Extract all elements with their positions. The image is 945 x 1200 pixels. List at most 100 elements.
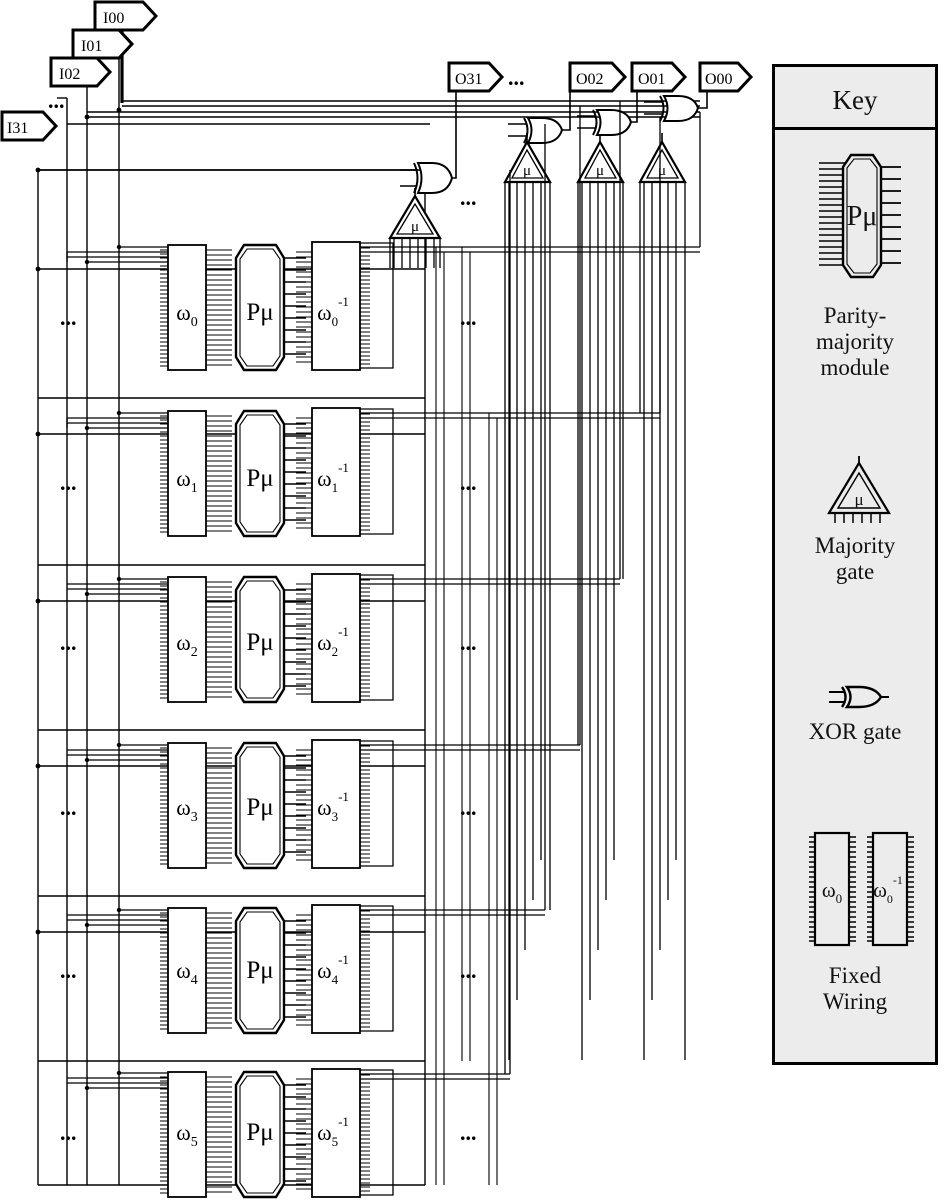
omega-label-2: ω2 [176,630,197,660]
input-flag-I00[interactable]: I00 [93,0,159,32]
input-flag-I31[interactable]: I31 [0,110,59,142]
pmu-out-pins-2 [284,589,306,687]
key-label-xor-gate-text: XOR gate [808,719,902,744]
output-flag-O00[interactable]: O00 [698,61,754,93]
omega-inv-label-4: ω4-1 [317,952,349,987]
omega-inv-label-5: ω5-1 [317,1114,349,1149]
inv-left-pins-1 [296,417,312,529]
omega-right-pins-5 [206,1076,232,1193]
key-label-parity-majority-text: Parity- majority module [816,303,894,380]
pmu-inner-outline-1 [239,414,281,533]
input-flag-I02[interactable]: I02 [49,56,113,88]
pmu-label-4: Pμ [246,957,273,984]
output-flag-O31[interactable]: O31 [447,61,505,93]
parity-majority-module-2[interactable] [234,575,286,704]
omega-left-pins-1 [160,415,168,533]
row-1-right-ellipsis: ... [460,470,477,495]
wire-junctions [35,107,122,935]
omega-box-2[interactable] [167,576,207,703]
omega-right-pins-4 [206,912,232,1029]
row-5-right-ellipsis: ... [460,1120,477,1145]
parity-majority-module-0[interactable] [234,243,286,372]
omega-inverse-box-2[interactable] [311,573,361,703]
omega-box-5[interactable] [167,1071,207,1198]
omega-right-pins-2 [206,581,232,698]
omega-label-4: ω4 [176,958,197,988]
xor-gate-2[interactable] [577,72,638,136]
majority-gate-2[interactable] [576,133,625,1060]
pmu-out-pins-3 [284,755,306,853]
inv-left-pins-5 [296,1078,312,1190]
omega-box-3[interactable] [167,742,207,869]
key-majority-gate-symbol: μ [827,456,891,523]
output-flag-O01[interactable]: O01 [630,61,688,93]
majority-2-inputs [577,182,624,1060]
parity-majority-module-3[interactable] [234,741,286,870]
pmu-inner-outline-2 [239,580,281,699]
input-flag-I01[interactable]: I01 [71,28,135,60]
omega-box-1[interactable] [167,410,207,537]
key-label-fixed-wiring: Fixed Wiring [779,963,931,1015]
row-out-frame-4 [360,905,545,1032]
majority-symbol-2: μ [596,163,604,179]
omega-inverse-box-4[interactable] [311,904,361,1034]
omega-left-pins-3 [160,747,168,865]
key-title-divider [775,127,935,130]
output-label-0: O31 [455,71,483,88]
input-label-2: I02 [59,66,80,83]
key-fixed-wiring-omega-inverse: ω0-1 [873,873,903,906]
row-block-5 [160,1068,510,1199]
inv-left-pins-4 [296,914,312,1026]
omega-right-pins-0 [206,249,232,366]
omega-left-pins-0 [160,249,168,367]
input-label-0: I00 [103,10,124,27]
key-panel: Key Pμ Parity- majority module μ Majori [772,64,938,1065]
output-flag-O02[interactable]: O02 [568,61,628,93]
pmu-inner-outline-5 [239,1075,281,1194]
majority-gate-3[interactable] [638,133,687,1060]
row-block-0 [160,241,700,372]
row-block-3 [160,739,580,870]
row-4-right-ellipsis: ... [460,958,477,983]
key-pmu-symbol-text: Pμ [847,201,878,232]
xor-gate-0[interactable] [400,72,457,194]
row-output-bundles [435,247,498,1185]
xor-gate-3[interactable] [644,72,708,122]
omega-inv-label-3: ω3-1 [317,789,349,824]
right-routing-bus [509,101,701,1074]
row-2-left-ellipsis: ... [60,630,77,655]
majority-3-inputs [639,182,686,1060]
parity-majority-module-5[interactable] [234,1070,286,1199]
row-0-right-ellipsis: ... [460,305,477,330]
pmu-label-1: Pμ [246,465,273,492]
inv-right-pins-5 [360,1074,370,1192]
inv-right-pins-3 [360,745,370,863]
output-label-1: O02 [576,71,604,88]
pmu-out-pins-5 [284,1084,306,1182]
parity-majority-module-4[interactable] [234,906,286,1035]
pmu-out-pins-1 [284,423,306,521]
row-1-left-ellipsis: ... [60,470,77,495]
row-block-1 [160,407,660,538]
omega-box-0[interactable] [167,244,207,371]
omega-label-1: ω1 [176,466,197,496]
majority-1-inputs [504,182,551,1074]
omega-inverse-box-5[interactable] [311,1068,361,1198]
row-input-stubs [66,246,168,1089]
pmu-inner-outline-0 [239,248,281,367]
omega-left-pins-4 [160,912,168,1030]
omega-right-pins-1 [206,415,232,532]
omega-inv-label-0: ω0-1 [317,294,349,329]
inv-left-pins-2 [296,583,312,695]
pmu-label-3: Pμ [246,794,273,821]
omega-inverse-box-1[interactable] [311,407,361,537]
parity-majority-module-1[interactable] [234,409,286,538]
omega-box-4[interactable] [167,907,207,1034]
row-block-4 [160,904,545,1035]
omega-inverse-box-3[interactable] [311,739,361,869]
row-2-right-ellipsis: ... [460,630,477,655]
input-label-1: I01 [81,38,102,55]
omega-right-pins-3 [206,747,232,864]
omega-inverse-box-0[interactable] [311,241,361,371]
